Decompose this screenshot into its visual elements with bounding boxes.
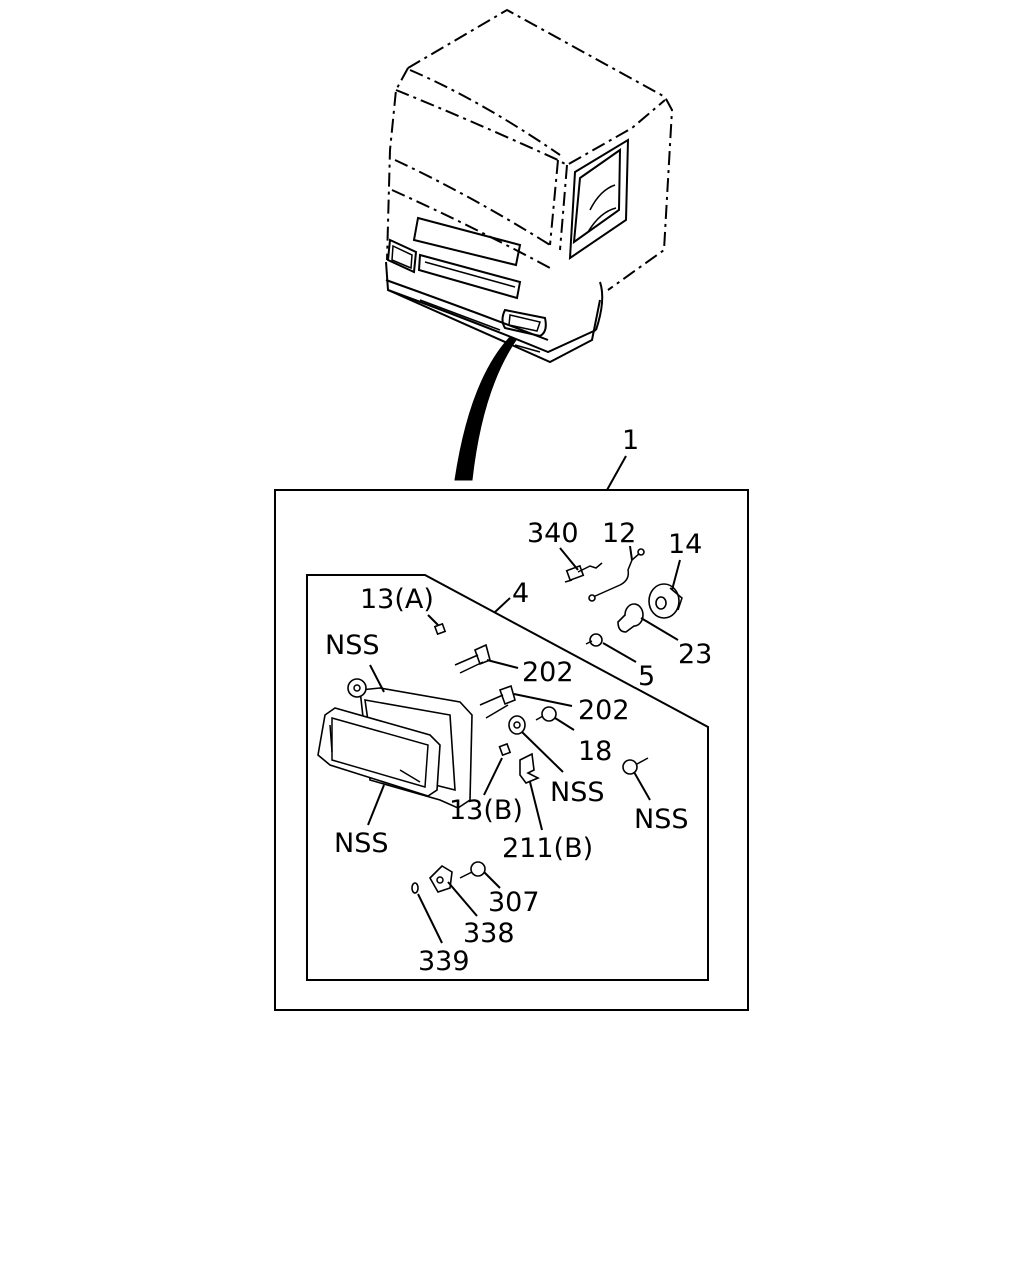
callout-340: 340 xyxy=(527,518,579,549)
callout-202-lower: 202 xyxy=(578,695,630,726)
adjuster-screw-part xyxy=(459,861,486,879)
right-bolt-part xyxy=(622,757,649,775)
assembly-frame xyxy=(274,489,749,1011)
clip-part xyxy=(519,752,540,784)
bolt-part xyxy=(585,633,603,647)
bracket-upper-part xyxy=(454,643,491,674)
bulb-socket-part xyxy=(564,562,603,583)
lamp-subassembly-frame xyxy=(306,574,709,981)
fog-lamp-lens xyxy=(317,707,441,797)
screw-part xyxy=(535,706,557,722)
grommet-part xyxy=(617,603,644,633)
callout-nss-top: NSS xyxy=(325,630,379,661)
callout-nss-right: NSS xyxy=(634,804,688,835)
nut-b-part xyxy=(498,742,512,757)
washer-part xyxy=(508,715,526,735)
pin-part xyxy=(411,882,419,894)
callout-23: 23 xyxy=(678,639,712,670)
leader-lines xyxy=(367,455,681,944)
callout-339: 339 xyxy=(418,946,470,977)
callout-nss-washer: NSS xyxy=(550,777,604,808)
bracket-lower-part xyxy=(479,684,516,719)
callout-18: 18 xyxy=(578,736,612,767)
callout-211b: 211(B) xyxy=(502,833,593,864)
callout-nss-lens: NSS xyxy=(334,828,388,859)
callout-13a: 13(A) xyxy=(360,584,434,615)
callout-12: 12 xyxy=(602,518,636,549)
callout-14: 14 xyxy=(668,529,702,560)
callout-338: 338 xyxy=(463,918,515,949)
callout-307: 307 xyxy=(488,887,540,918)
callout-5: 5 xyxy=(638,661,655,692)
harness-part xyxy=(588,548,645,602)
nut-a-part xyxy=(433,622,447,636)
truck-cab-illustration xyxy=(385,8,674,481)
callout-1: 1 xyxy=(622,425,639,456)
callout-202-upper: 202 xyxy=(522,657,574,688)
cap-part xyxy=(648,583,683,619)
parts xyxy=(317,548,683,894)
callout-13b: 13(B) xyxy=(449,795,523,826)
adjuster-part xyxy=(429,864,453,893)
callout-4: 4 xyxy=(512,578,529,609)
